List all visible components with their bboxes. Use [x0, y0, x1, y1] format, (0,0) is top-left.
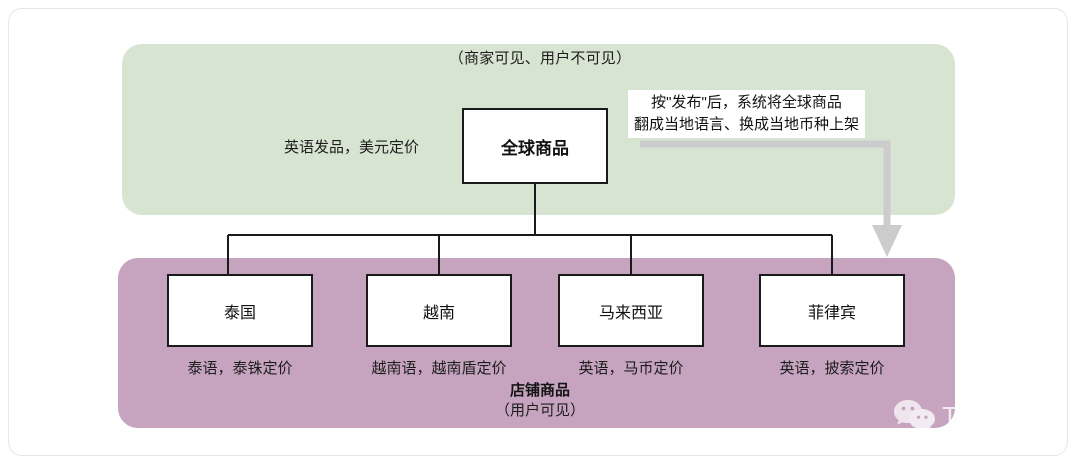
node-country-thailand[interactable]: 泰国 [167, 274, 313, 347]
node-country-malaysia[interactable]: 马来西亚 [558, 274, 704, 347]
watermark: TK增长会 [893, 396, 1058, 433]
watermark-text: TK增长会 [942, 401, 1059, 431]
publish-callout-line-1: 按"发布"后，系统将全球商品 [651, 94, 842, 111]
node-country-philippines[interactable]: 菲律宾 [759, 274, 905, 347]
publish-callout-line-2: 翻成当地语言、换成当地币种上架 [634, 116, 860, 133]
store-panel-title-sub: （用户可见） [494, 402, 585, 419]
node-country-vietnam[interactable]: 越南 [366, 274, 512, 347]
store-panel-title: 店铺商品 （用户可见） [0, 381, 1080, 421]
global-products-side-label: 英语发品，美元定价 [284, 139, 420, 156]
caption-philippines: 英语，披索定价 [779, 360, 885, 377]
store-panel-title-main: 店铺商品 [509, 382, 570, 399]
publish-callout: 按"发布"后，系统将全球商品 翻成当地语言、换成当地币种上架 [628, 90, 866, 138]
global-panel-visibility-note: （商家可见、用户不可见） [448, 50, 632, 67]
caption-vietnam: 越南语，越南盾定价 [371, 360, 507, 377]
caption-malaysia: 英语，马币定价 [578, 360, 684, 377]
node-global-products[interactable]: 全球商品 [462, 108, 608, 184]
wechat-icon [894, 399, 935, 431]
caption-thailand: 泰语，泰铢定价 [187, 360, 293, 377]
